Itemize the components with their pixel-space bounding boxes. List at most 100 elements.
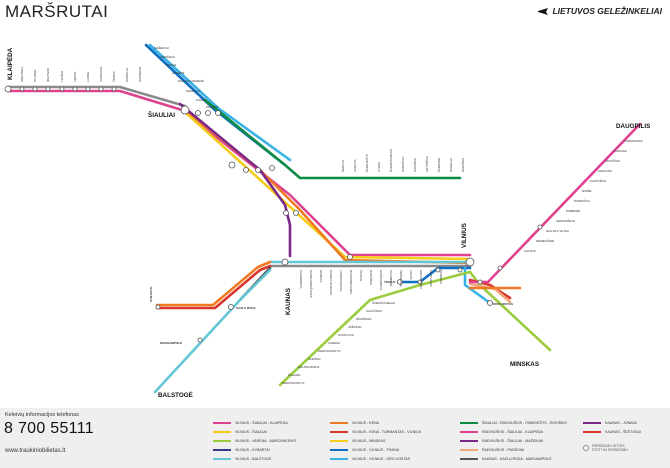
city-minskas: MINSKAS [510,361,539,368]
station-dot-kaisiadorys [283,210,289,216]
station-label: PALEMONAS [299,270,303,288]
station-dot-kaunas2 [347,254,353,260]
legend-item: RADVILIŠKIS - ŠIAULIAI - MAŽEIKIAI [460,438,543,444]
station-label: ŠVENČIONĖLIAI [372,300,395,305]
station-dot-d2 [537,224,543,230]
station-label: ČEPONIŠKIAI [556,218,575,223]
legend-swatch [583,430,601,434]
line-klaipeda-gray [6,85,187,108]
legend-label: VILNIUS - KENA - TURMANTAS - VILNIUS [352,430,422,434]
station-label: PABRADĖ [566,208,580,213]
station-dot-k2 [32,86,38,92]
station-label: RIMŠĖ [582,188,592,193]
page-title: MARŠRUTAI [5,2,109,21]
website-link[interactable]: www.traukiniobilietas.lt [5,448,66,454]
station-dot-klaipeda [4,85,12,93]
line-varena [278,270,472,387]
station-dot-k6 [85,86,91,92]
station-dot-rad [228,161,236,169]
legend-label: RADVILIŠKIS - ŠIAULIAI - KLAIPĖDA [482,430,543,434]
station-label: LENTVARIS [429,270,433,286]
station-dot-s1 [195,110,201,116]
station-label: NEMENČINĖ [536,238,554,243]
legend-item: VILNIUS - MINSKAS [330,438,385,444]
legend-item: RADVILIŠKIS - PAGĖGIAI [460,447,524,453]
station-label: NAUJOJI AKMENĖ [178,78,204,83]
legend-swatch [460,430,478,434]
legend-label: KAUNAS - KAZLŲ RŪDA - MARIJAMPOLĖ [482,457,552,461]
legend-swatch [460,421,478,425]
station-dot-vilnius [465,257,475,267]
line-kaunas-orange [155,260,272,307]
station-label: PAPILĖ [166,62,176,67]
station-label: RAGELIAI [449,158,453,172]
legend-swatch [460,439,478,443]
legend-label: VILNIUS - ŠIAULIAI [235,430,267,434]
station-label: MARCINKONYS [318,349,340,353]
station-label: SUBAČIUS [400,157,405,172]
station-dot-s3 [215,110,221,116]
station-label: KURŠĖNAI [137,66,142,82]
legend-label: VILNIUS - ŠIAULIAI - KLAIPĖDA [235,421,288,425]
legend-swatch [213,439,231,443]
legend-note-line1: PERSĖDIMO STOTIS [592,444,625,448]
station-label: VALČIŪNAI [366,308,382,313]
legend-label: ŠIAULIAI - RADVILIŠKIS - PANEVĖŽYS - ROK… [482,421,567,425]
city-kaunas: KAUNAS [285,288,292,315]
transfer-station-icon [583,445,589,451]
station-label: JAŠIŪNAI [348,324,362,329]
station-dot-r2 [255,167,261,173]
station-label: ŽAGARĖ [288,372,300,377]
station-label: DUKŠTAS [606,158,620,163]
station-label: ŽASLIAI [359,270,364,281]
city-vilnius: VILNIUS [461,223,468,248]
city-daugpilis: DAUGPILIS [616,123,650,130]
station-trakai: TRAKAI [384,280,395,284]
line-balstoge-cyan [153,268,272,394]
line-daugpilis [468,122,642,284]
lg-logo-icon [538,7,549,15]
station-label: KUŽIAI [196,97,206,102]
station-label: LANDVARAVAS [339,270,343,292]
station-label: PANERIAI [439,270,443,284]
line-green [203,98,462,180]
legend-label: VILNIUS - KYBARTAI [235,448,270,452]
station-dot-k5 [72,86,78,92]
brand-name: LIETUVOS GELEŽINKELIAI [552,6,662,16]
station-label: VARĖNA [328,340,340,345]
station-label: NAUJOJI VILNIA [546,229,569,233]
legend-swatch [330,439,348,443]
station-label: PAPARČIAI [574,198,590,203]
station-dot-siauliai [180,105,190,115]
legend-swatch [330,430,348,434]
legend-swatch [330,448,348,452]
station-label: TURMANTAS [624,139,642,143]
station-dot-trakai [397,279,403,285]
station-label: KAZITIŠKIS [590,178,606,183]
legend-label: VILNIUS - BALSTOGĖ [235,457,272,461]
station-label: AKMENĖ [172,70,185,75]
line-kaunas-red [155,264,272,310]
line-siauliai-vilnius-orange [186,110,472,265]
legend-label: VILNIUS - VILNIUS - ORO UOSTAS [352,457,411,461]
station-label: LUOKĖ [85,72,90,82]
legend-swatch [460,457,478,461]
station-label: UTENA [377,162,381,172]
station-label: KAUNO VILNIAUS [329,270,333,295]
station-dot-n1 [457,267,463,273]
station-label: DRUSKININKAI [298,365,320,369]
station-label: PANEVĖŽYS [364,154,369,172]
station-label: ŠVENČIONĖLIAI [388,149,393,172]
legend-label: RADVILIŠKIS - PAGĖGIAI [482,448,525,452]
station-label: KIETAVIŠKĖS [419,270,424,289]
station-label: VIEVIS [409,270,413,280]
legend-item: VILNIUS - BALSTOGĖ [213,456,271,462]
phone-number[interactable]: 8 700 55111 [4,420,94,437]
station-label: TELŠIAI [59,71,64,82]
legend-note-line2: STOTI SU PERSĖDIMU [592,448,628,452]
station-kybartai: KYBARTAI [149,287,153,302]
station-label: KARŠUVA [124,68,129,82]
legend-swatch [213,421,231,425]
station-dot-r3 [269,165,275,171]
